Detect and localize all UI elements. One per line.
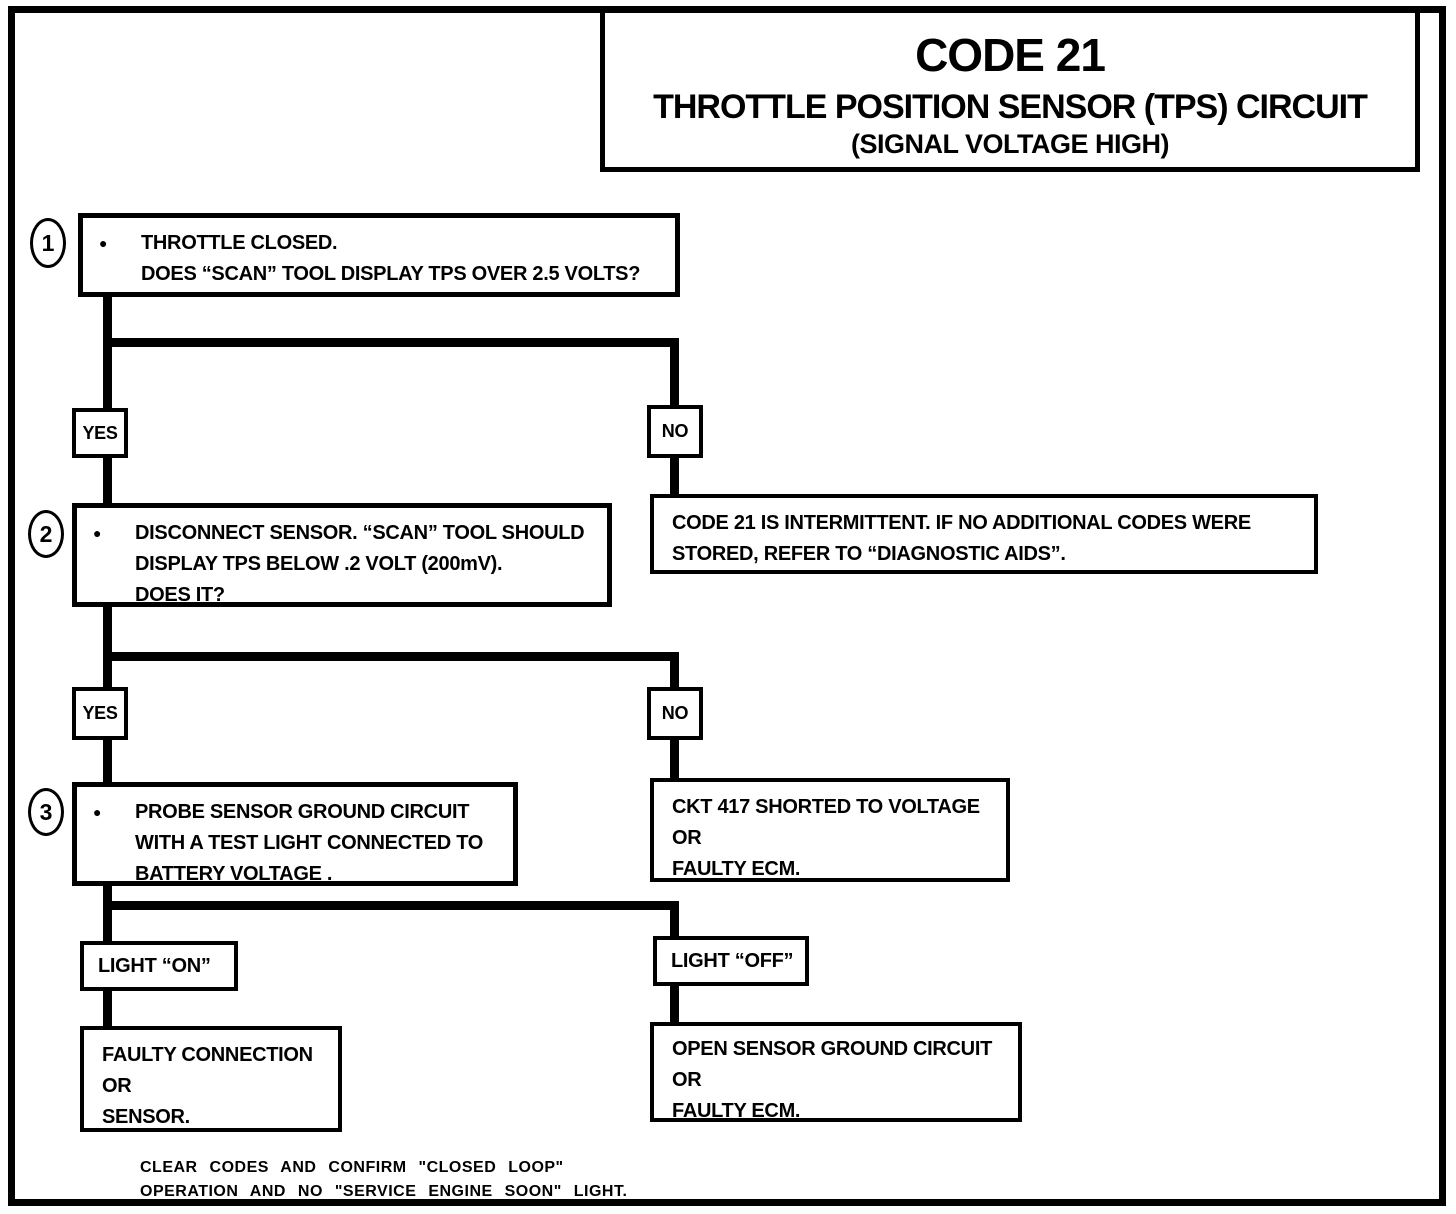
branch1-yes-box: YES	[72, 408, 128, 458]
connector-bar2-no	[670, 656, 679, 690]
step-number-3: 3	[28, 788, 64, 836]
connector-bar-3	[103, 901, 679, 910]
step-number-2-label: 2	[39, 520, 53, 547]
connector-bar-2	[103, 652, 679, 661]
title-box: CODE 21 THROTTLE POSITION SENSOR (TPS) C…	[600, 8, 1420, 172]
result-box-ckt417: CKT 417 SHORTED TO VOLTAGE OR FAULTY ECM…	[650, 778, 1010, 882]
bullet-icon: ●	[93, 804, 102, 820]
title-subtitle2: (SIGNAL VOLTAGE HIGH)	[851, 129, 1170, 159]
step-box-2: ● DISCONNECT SENSOR. “SCAN” TOOL SHOULD …	[72, 503, 612, 607]
step-number-1: 1	[30, 218, 66, 268]
open-line3: FAULTY ECM.	[672, 1100, 801, 1122]
branch1-yes-label: YES	[82, 422, 118, 443]
step1-line2: DOES “SCAN” TOOL DISPLAY TPS OVER 2.5 VO…	[141, 263, 641, 285]
step-box-1: ● THROTTLE CLOSED. DOES “SCAN” TOOL DISP…	[78, 213, 680, 297]
step-number-3-label: 3	[39, 798, 53, 825]
faulty-line1: FAULTY CONNECTION	[102, 1044, 313, 1066]
ckt-line3: FAULTY ECM.	[672, 858, 801, 880]
step2-line1: DISCONNECT SENSOR. “SCAN” TOOL SHOULD	[135, 522, 585, 544]
step3-line1: PROBE SENSOR GROUND CIRCUIT	[135, 801, 470, 823]
connector-bar3-lightoff	[670, 905, 679, 939]
footnote: CLEAR CODES AND CONFIRM "CLOSED LOOP" OP…	[140, 1156, 627, 1204]
title-subtitle: THROTTLE POSITION SENSOR (TPS) CIRCUIT	[653, 88, 1368, 126]
step3-line3: BATTERY VOLTAGE .	[135, 863, 333, 885]
branch3-light-on-box: LIGHT “ON”	[80, 941, 238, 991]
connector-step1-down	[103, 293, 112, 410]
step-box-3: ● PROBE SENSOR GROUND CIRCUIT WITH A TES…	[72, 782, 518, 886]
branch3-light-off-box: LIGHT “OFF”	[653, 936, 809, 986]
result-box-open-ground: OPEN SENSOR GROUND CIRCUIT OR FAULTY ECM…	[650, 1022, 1022, 1122]
branch2-yes-box: YES	[72, 687, 128, 740]
step-number-2: 2	[28, 510, 64, 558]
intermittent-line2: STORED, REFER TO “DIAGNOSTIC AIDS”.	[672, 543, 1066, 565]
step-number-1-label: 1	[41, 229, 55, 256]
connector-lightoff-result	[670, 984, 679, 1025]
faulty-line2: OR	[102, 1075, 132, 1097]
step2-line3: DOES IT?	[135, 584, 225, 606]
connector-yes2-step3	[103, 738, 112, 785]
footnote-line1: CLEAR CODES AND CONFIRM "CLOSED LOOP"	[140, 1159, 564, 1176]
intermittent-line1: CODE 21 IS INTERMITTENT. IF NO ADDITIONA…	[672, 512, 1251, 534]
step3-line2: WITH A TEST LIGHT CONNECTED TO	[135, 832, 484, 854]
branch3-light-off-label: LIGHT “OFF”	[671, 949, 794, 972]
connector-yes1-step2	[103, 456, 112, 506]
branch3-light-on-label: LIGHT “ON”	[98, 954, 211, 977]
bullet-icon: ●	[93, 525, 102, 541]
bullet-icon: ●	[99, 235, 108, 251]
result-box-faulty-connection: FAULTY CONNECTION OR SENSOR.	[80, 1026, 342, 1132]
connector-bar1-no	[670, 342, 679, 407]
connector-step3-down	[103, 884, 112, 944]
footnote-line2: OPERATION AND NO "SERVICE ENGINE SOON" L…	[140, 1183, 628, 1200]
step1-line1: THROTTLE CLOSED.	[141, 232, 338, 254]
branch1-no-label: NO	[661, 421, 689, 441]
open-line2: OR	[672, 1069, 702, 1091]
ckt-line1: CKT 417 SHORTED TO VOLTAGE	[672, 796, 980, 818]
title-code: CODE 21	[915, 29, 1106, 81]
result-box-intermittent: CODE 21 IS INTERMITTENT. IF NO ADDITIONA…	[650, 494, 1318, 574]
connector-step2-down	[103, 605, 112, 690]
connector-no2-ckt	[670, 738, 679, 781]
step2-line2: DISPLAY TPS BELOW .2 VOLT (200mV).	[135, 553, 503, 575]
connector-bar-1	[103, 338, 679, 347]
faulty-line3: SENSOR.	[102, 1106, 190, 1128]
connector-lighton-result	[103, 989, 112, 1029]
branch2-no-label: NO	[661, 703, 689, 723]
open-line1: OPEN SENSOR GROUND CIRCUIT	[672, 1038, 993, 1060]
branch2-no-box: NO	[647, 687, 703, 740]
connector-no1-intermittent	[670, 456, 679, 498]
branch1-no-box: NO	[647, 405, 703, 458]
ckt-line2: OR	[672, 827, 702, 849]
branch2-yes-label: YES	[82, 703, 118, 723]
